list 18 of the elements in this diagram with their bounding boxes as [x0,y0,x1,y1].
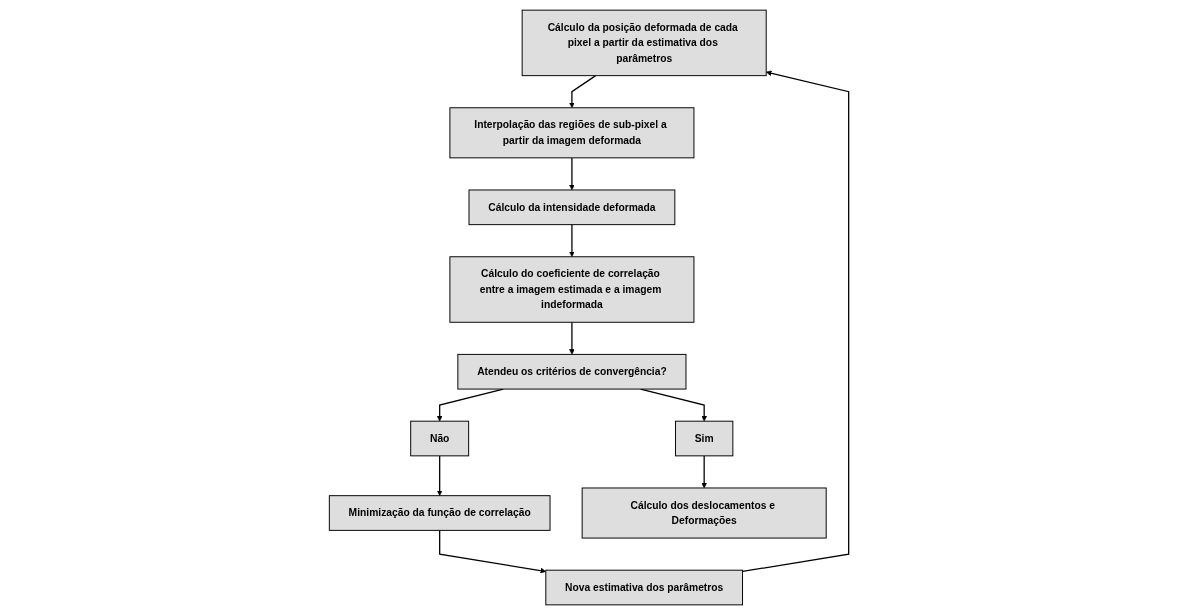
node-box: Nova estimativa dos parâmetros [545,569,744,606]
node-box: Cálculo da posição deformada de cada pixel a partir da estimativa dos parâmetros [521,9,767,77]
arrow [569,321,575,355]
node-box: Cálculo dos deslocamentos e Deformações [581,487,827,539]
arrow [741,70,850,573]
arrow [701,455,707,489]
node-box: Minimização da função de correlação [328,495,551,531]
arrow [569,75,597,108]
node-box: Não [410,420,470,457]
node-box: Interpolação das regiões de sub-pixel a partir da imagem deformada [449,107,695,159]
node-box: Cálculo da intensidade deformada [468,189,676,226]
arrow [439,529,547,574]
arrow [569,224,575,257]
node-box: Cálculo do coeficiente de correlação entre a imagem estimada e a imagem indeformada [449,256,695,323]
arrow [436,455,443,496]
arrow [569,157,575,191]
node-box: Atendeu os critérios de convergência? [457,353,687,390]
node-box: Sim [675,420,734,457]
